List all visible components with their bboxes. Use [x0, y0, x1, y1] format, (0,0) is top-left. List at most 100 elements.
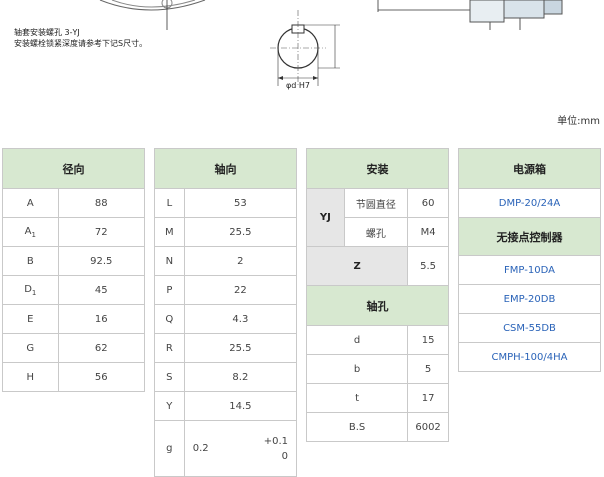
axial-value: 14.5: [183, 391, 298, 421]
radial-value: 72: [57, 217, 146, 247]
axial-value: 25.5: [183, 217, 298, 247]
g-upper-tol: +0.1: [263, 435, 288, 447]
table-row: CMPH-100/4HA: [458, 342, 601, 372]
table-row: Z 5.5: [305, 246, 449, 286]
drawing-caption-mount-holes: 轴套安装螺孔 3-YJ: [14, 28, 80, 37]
table-row: A 88: [2, 188, 146, 218]
radial-key-letter: B: [26, 255, 34, 267]
z-value: 5.5: [407, 246, 449, 286]
screw-label: 螺孔: [343, 217, 409, 247]
install-title: 安装: [306, 148, 449, 189]
bore-key: d: [305, 325, 409, 355]
axial-title: 轴向: [154, 148, 297, 189]
axial-key: Y: [154, 391, 185, 421]
radial-value: 16: [57, 304, 146, 334]
controller-link[interactable]: FMP-10DA: [458, 255, 601, 285]
g-lower-tol: 0: [281, 450, 288, 462]
axial-g-value: 0.2 +0.1 0: [183, 420, 298, 477]
axial-key: M: [154, 217, 185, 247]
axial-value: 22: [183, 275, 298, 305]
radial-key-letter: A: [26, 197, 34, 209]
controller-title: 无接点控制器: [458, 217, 601, 256]
radial-value: 56: [57, 362, 146, 392]
axial-g-key: g: [154, 420, 185, 477]
axial-value: 25.5: [183, 333, 298, 363]
axial-key: S: [154, 362, 185, 392]
table-row: CSM-55DB: [458, 313, 601, 343]
power-supply-link[interactable]: DMP-20/24A: [458, 188, 601, 218]
radial-key: A1: [2, 217, 59, 247]
screw-value: M4: [407, 217, 449, 247]
radial-value: 62: [57, 333, 146, 363]
bore-key: B.S: [305, 412, 409, 442]
radial-key-letter: H: [26, 371, 35, 383]
radial-key: D1: [2, 275, 59, 305]
axial-key: P: [154, 275, 185, 305]
yj-label: YJ: [306, 188, 345, 247]
radial-key-letter: G: [26, 342, 35, 354]
bore-value: 5: [407, 354, 449, 384]
unit-label: 单位:mm: [557, 116, 600, 127]
bore-key: b: [305, 354, 409, 384]
axial-key: L: [154, 188, 185, 218]
radial-key: A: [2, 188, 59, 218]
table-row: EMP-20DB: [458, 284, 601, 314]
radial-key: G: [2, 333, 59, 363]
z-label: Z: [305, 246, 409, 286]
technical-drawing: [99, 0, 563, 86]
table-row: FMP-10DA: [458, 255, 601, 285]
table-row: YJ 节圆直径 60: [306, 188, 449, 247]
radial-key-subscript: 1: [31, 288, 37, 297]
side-view-body: [469, 0, 505, 23]
bore-value: 6002: [407, 412, 449, 442]
table-row: E 16: [2, 304, 146, 334]
radial-value: 88: [57, 188, 146, 218]
g-base: 0.2: [192, 443, 209, 454]
pcd-value: 60: [407, 188, 449, 218]
table-row: g 0.2 +0.1 0: [154, 420, 298, 477]
axial-value: 8.2: [183, 362, 298, 392]
pcd-label: 节圆直径: [343, 188, 409, 218]
radial-value: 45: [57, 275, 146, 305]
radial-key-letter: D: [24, 283, 32, 295]
radial-key-subscript: 1: [31, 230, 36, 239]
brake-outline-arc: [99, 0, 206, 11]
controller-link[interactable]: CSM-55DB: [458, 313, 601, 343]
power-title: 电源箱: [458, 148, 601, 189]
bore-title: 轴孔: [306, 285, 449, 326]
axial-key: R: [154, 333, 185, 363]
radial-title: 径向: [2, 148, 145, 189]
axial-value: 53: [183, 188, 298, 218]
radial-key: E: [2, 304, 59, 334]
table-row: DMP-20/24A: [458, 188, 601, 218]
table-row: 螺孔 M4: [307, 217, 449, 247]
bore-key: t: [305, 383, 409, 413]
radial-key: H: [2, 362, 59, 392]
table-row: H 56: [2, 362, 146, 392]
controller-link[interactable]: CMPH-100/4HA: [458, 342, 601, 372]
radial-key-letter: E: [27, 313, 34, 325]
bore-value: 17: [407, 383, 449, 413]
bore-dimension-label: φd H7: [286, 81, 311, 90]
table-row: G 62: [2, 333, 146, 363]
axial-value: 2: [183, 246, 298, 276]
axial-key: Q: [154, 304, 185, 334]
controller-link[interactable]: EMP-20DB: [458, 284, 601, 314]
